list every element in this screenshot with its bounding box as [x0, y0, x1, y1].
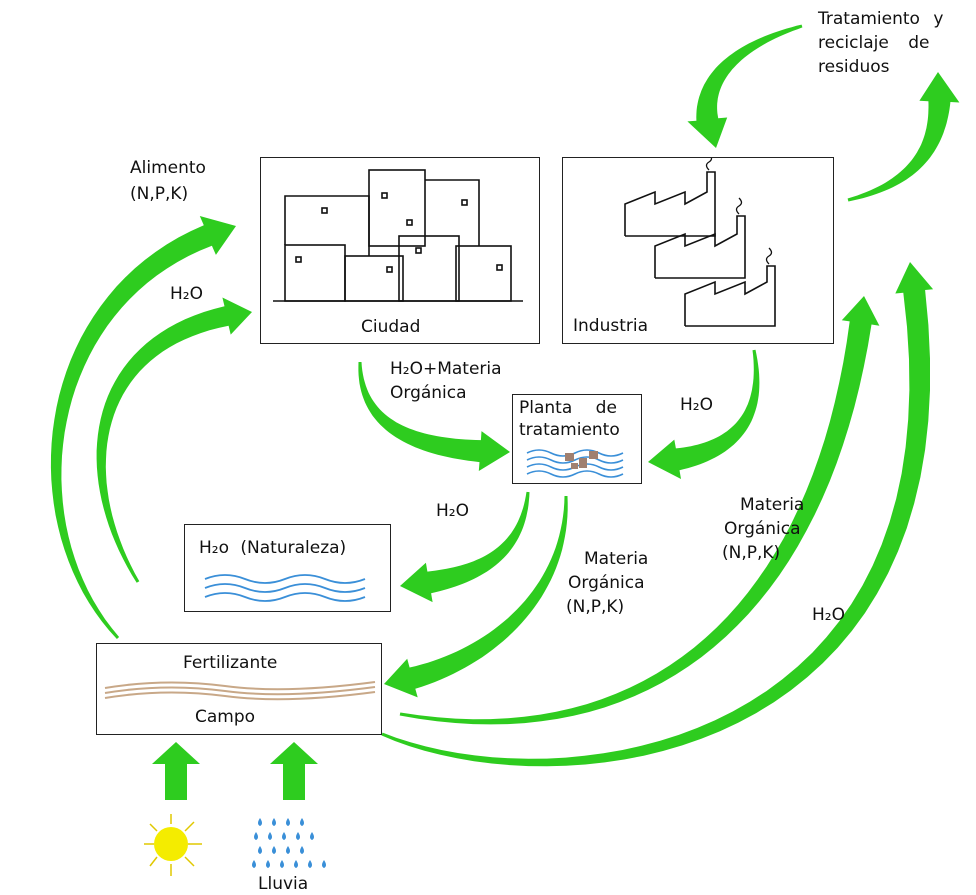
alimento-label-line1: Alimento — [130, 158, 206, 178]
h2o-industria-label: H₂O — [680, 395, 713, 415]
campo-box: Fertilizante Campo — [96, 643, 382, 735]
arrow-reciclaje-industria — [687, 24, 803, 149]
tratamiento-label-line1: Tratamiento y — [818, 9, 944, 29]
rain-drop — [300, 818, 304, 826]
rain-drop — [282, 832, 286, 840]
arrow-campo-h2o-ciudad — [96, 297, 252, 583]
rain-drop — [322, 860, 326, 868]
rain-drop — [280, 860, 284, 868]
rain-drop — [266, 860, 270, 868]
arrow-lluvia-campo — [270, 742, 318, 800]
rain-drop — [286, 846, 290, 854]
lluvia-label: Lluvia — [258, 874, 309, 894]
rain-drop — [286, 818, 290, 826]
rain-drop — [294, 860, 298, 868]
rain-drop — [254, 832, 258, 840]
arrow-industria-planta — [648, 349, 760, 479]
arrow-industria-reciclaje — [847, 72, 960, 202]
rain-drop — [272, 818, 276, 826]
industria-box: Industria — [562, 157, 834, 344]
tratamiento-label-line3: residuos — [818, 57, 890, 77]
rain-drop — [308, 860, 312, 868]
alimento-label-line2: (N,P,K) — [130, 184, 189, 204]
materia-campo-label-line3: (N,P,K) — [722, 543, 781, 563]
naturaleza-label: H₂o (Naturaleza) — [199, 538, 347, 558]
rain-drop — [258, 818, 262, 826]
factory-icon — [624, 158, 776, 327]
arrow-planta-campo — [384, 496, 568, 698]
arrow-ciudad-planta — [358, 362, 510, 471]
rain-drop — [296, 832, 300, 840]
materia-campo-label-line2: Orgánica — [724, 519, 801, 539]
tratamiento-label-line2: reciclaje de — [818, 33, 930, 53]
rain-drop — [252, 860, 256, 868]
h2o-campo-ciudad-label: H₂O — [170, 284, 203, 304]
city-buildings-icon — [273, 169, 523, 302]
rain-drop — [272, 846, 276, 854]
rain-drops-icon — [252, 818, 326, 868]
h2o-planta-naturaleza-label: H₂O — [436, 501, 469, 521]
materia-planta-label-line2: Orgánica — [568, 573, 645, 593]
rain-drop — [300, 846, 304, 854]
sun-icon — [144, 814, 202, 876]
rain-drop — [310, 832, 314, 840]
materia-planta-label-line3: (N,P,K) — [566, 597, 625, 617]
h2o-materia-label-line2: Orgánica — [390, 383, 467, 403]
h2o-campo-industria-label: H₂O — [812, 605, 845, 625]
naturaleza-box: H₂o (Naturaleza) — [184, 524, 391, 612]
arrow-campo-alimento-ciudad — [50, 216, 237, 639]
materia-planta-label-line1: Materia — [584, 549, 649, 569]
nature-water-icon — [204, 574, 366, 602]
flow-arrows — [50, 24, 960, 800]
ciudad-label: Ciudad — [361, 317, 421, 337]
rain-drop — [268, 832, 272, 840]
fertilizante-label: Fertilizante — [183, 653, 278, 673]
planta-label-line2: tratamiento — [519, 420, 620, 440]
soil-layers-icon — [104, 681, 376, 701]
h2o-materia-label-line1: H₂O+Materia — [390, 359, 502, 379]
campo-label: Campo — [195, 707, 256, 727]
planta-label-line1: Planta de — [519, 398, 617, 418]
treatment-water-icon — [526, 449, 624, 478]
materia-campo-label-line1: Materia — [740, 495, 805, 515]
arrow-planta-naturaleza — [400, 491, 530, 603]
industria-label: Industria — [573, 316, 649, 336]
planta-tratamiento-box: Planta de tratamiento — [512, 394, 642, 484]
rain-drop — [258, 846, 262, 854]
arrow-sol-campo — [152, 742, 200, 800]
ciudad-box: Ciudad — [260, 157, 540, 344]
